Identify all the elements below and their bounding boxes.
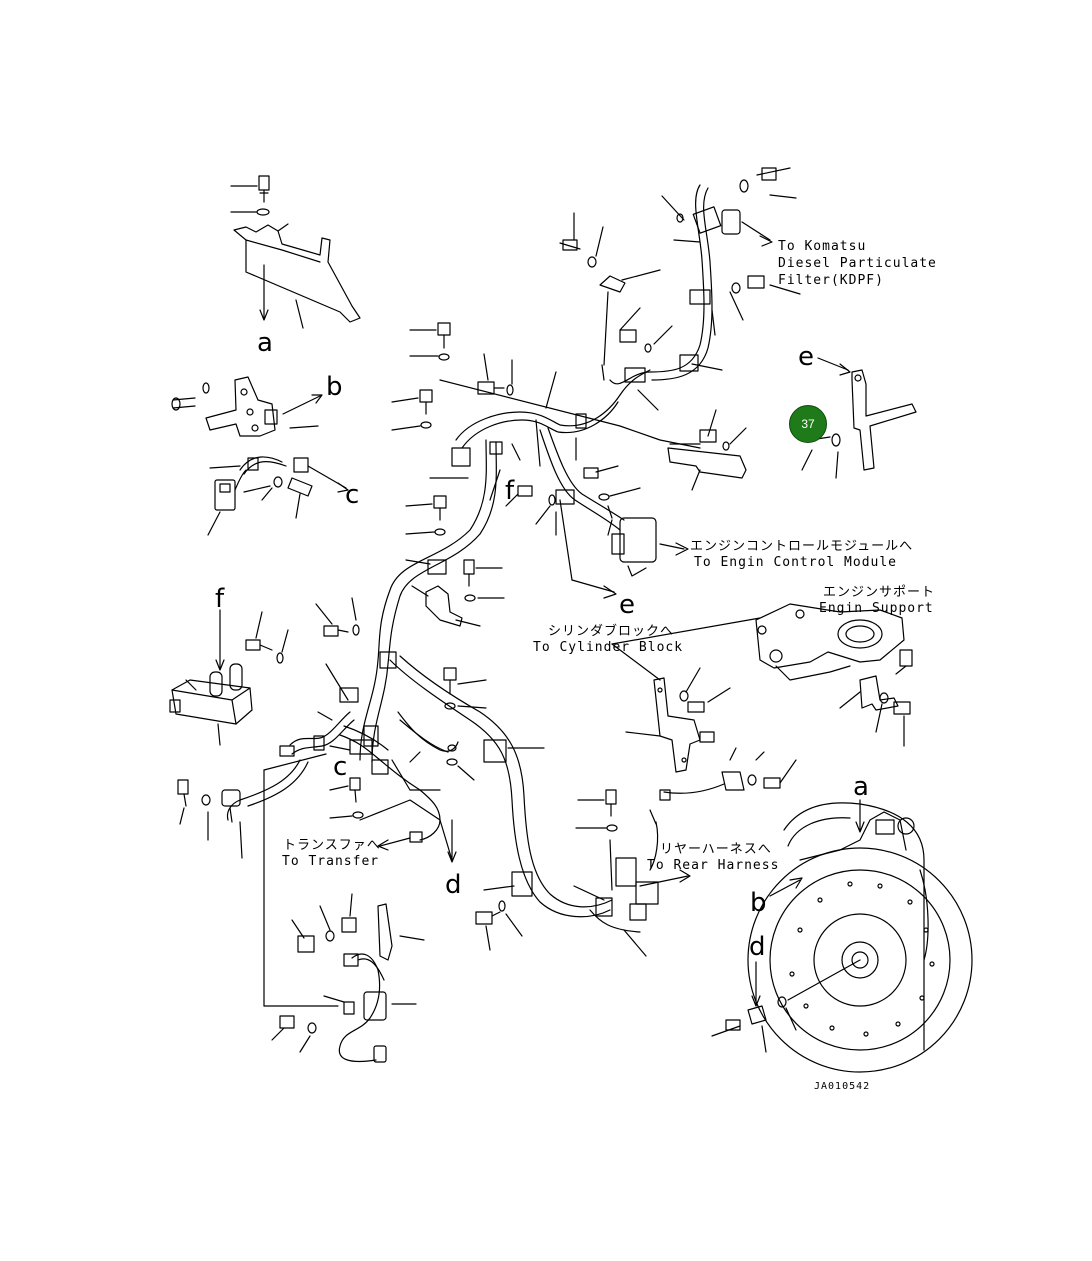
rear-label-jp: リヤーハーネスへ xyxy=(660,842,772,857)
block-f-assembly xyxy=(169,597,360,746)
cylinder-label-jp: シリンダブロックへ xyxy=(548,624,675,639)
drawing-number: JA010542 xyxy=(814,1081,871,1092)
ecm-connector xyxy=(559,499,689,599)
part-number-badge[interactable]: 37 xyxy=(789,405,827,443)
engine-support xyxy=(755,603,913,747)
callout-c-left: c xyxy=(345,480,360,510)
sensor-c-assembly xyxy=(207,456,349,536)
main-harness xyxy=(339,369,651,933)
callout-b-right: b xyxy=(750,888,767,918)
callout-d-mid: d xyxy=(445,870,462,900)
engine-flywheel xyxy=(711,799,973,1073)
callout-a-top: a xyxy=(257,328,273,358)
kdpf-label-line2: Diesel Particulate xyxy=(778,256,937,271)
bracket-e-assembly xyxy=(801,357,917,479)
callout-d-right: d xyxy=(749,932,766,962)
left-sub-harness xyxy=(177,663,459,863)
callout-e-mid: e xyxy=(619,590,635,620)
support-label-jp: エンジンサポート xyxy=(823,585,936,600)
callout-b-left: b xyxy=(326,372,343,402)
bottom-left-sensor xyxy=(263,753,425,1063)
callout-f-left: f xyxy=(215,584,225,614)
callout-e-top: e xyxy=(798,342,814,372)
center-fasteners xyxy=(391,322,747,627)
bracket-a-assembly xyxy=(230,175,361,329)
callout-c-mid: c xyxy=(333,752,348,782)
cylinder-label-en: To Cylinder Block xyxy=(533,640,684,655)
callout-f-top: f xyxy=(505,476,515,506)
rear-harness-connector xyxy=(475,789,691,957)
support-label-en: Engin Support xyxy=(819,601,934,616)
ecm-label-en: To Engin Control Module xyxy=(694,555,898,570)
ecm-label-jp: エンジンコントロールモジュールへ xyxy=(690,539,914,554)
cylinder-block-bracket xyxy=(443,617,797,801)
bracket-b-assembly xyxy=(171,376,323,437)
transfer-label-en: To Transfer xyxy=(282,854,380,869)
kdpf-label-line1: To Komatsu xyxy=(778,239,867,254)
rear-label-en: To Rear Harness xyxy=(647,858,780,873)
transfer-label-jp: トランスファへ xyxy=(283,838,381,853)
callout-a-right: a xyxy=(853,772,869,802)
kdpf-harness xyxy=(559,167,801,411)
kdpf-label-line3: Filter(KDPF) xyxy=(778,273,884,288)
